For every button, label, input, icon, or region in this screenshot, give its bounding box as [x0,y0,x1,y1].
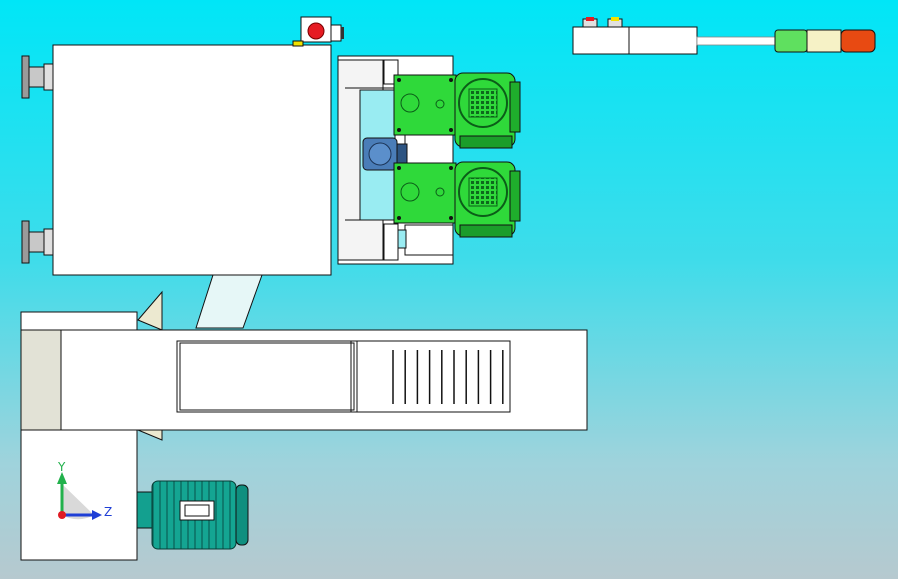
servo-motor-lower[interactable] [393,161,521,238]
emergency-stop-icon [307,22,325,40]
conveyor-body[interactable] [60,329,588,431]
control-pendant[interactable] [572,17,776,55]
base-cabinet[interactable] [20,429,138,561]
emergency-stop-button[interactable] [292,16,344,47]
signal-tower[interactable] [774,29,876,53]
leveling-foot-bottom [21,220,54,264]
axis-triad-icon: Y Z [57,460,112,520]
conveyor-hopper[interactable] [20,290,163,441]
leveling-foot-top [21,55,54,99]
axis-z-label: Z [104,505,112,519]
main-drive-motor[interactable] [136,480,249,550]
servo-motor-upper[interactable] [393,72,521,149]
discharge-chute [195,274,263,329]
vent-slots [392,350,504,404]
gearbox[interactable] [362,137,408,171]
axis-y-label: Y [57,460,66,474]
upper-cabinet[interactable] [52,44,332,276]
